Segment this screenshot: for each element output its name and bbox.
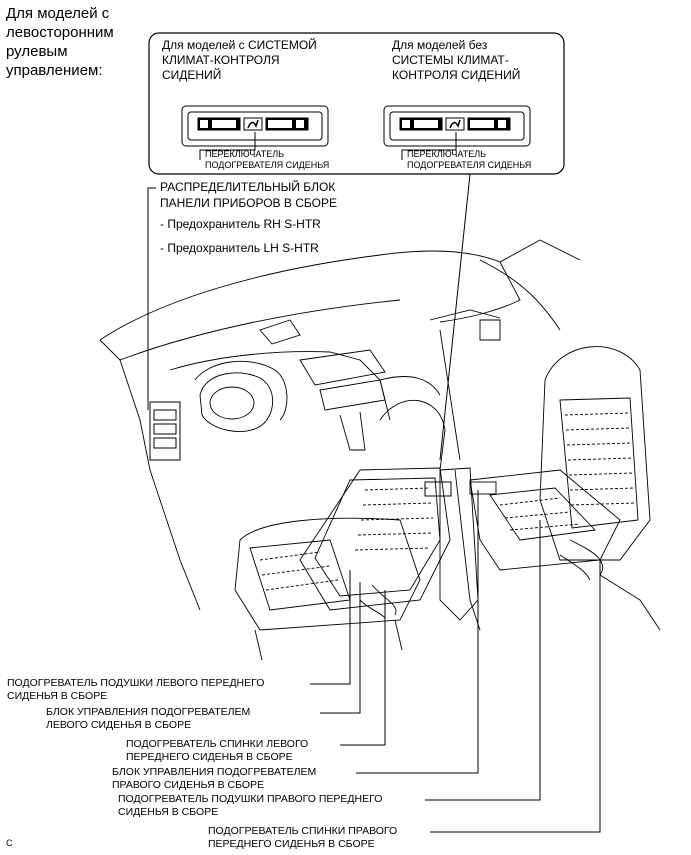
figure-code: C [6, 838, 13, 848]
inset-right-title: Для моделей без СИСТЕМЫ КЛИМАТ- КОНТРОЛЯ… [392, 38, 521, 82]
fuse-rh-label: - Предохранитель RH S-HTR [160, 217, 321, 231]
callout-left-heater-control-unit: БЛОК УПРАВЛЕНИЯ ПОДОГРЕВАТЕЛЕМ ЛЕВОГО СИ… [46, 706, 251, 731]
inset-frame [148, 32, 565, 175]
right-front-seat [454, 346, 661, 631]
right-seat-heater-switch-label: ПЕРЕКЛЮЧАТЕЛЬ ПОДОГРЕВАТЕЛЯ СИДЕНЬЯ [407, 149, 532, 170]
junction-block-label: РАСПРЕДЕЛИТЕЛЬНЫЙ БЛОК ПАНЕЛИ ПРИБОРОВ В… [160, 180, 337, 210]
inset-left-title: Для моделей с СИСТЕМОЙ КЛИМАТ-КОНТРОЛЯ С… [162, 38, 317, 82]
junction-block [149, 401, 181, 461]
callout-right-heater-control-unit: БЛОК УПРАВЛЕНИЯ ПОДОГРЕВАТЕЛЕМ ПРАВОГО С… [112, 766, 317, 791]
callout-right-cushion-heater: ПОДОГРЕВАТЕЛЬ ПОДУШКИ ПРАВОГО ПЕРЕДНЕГО … [118, 793, 383, 818]
left-seat-heater-switch-label: ПЕРЕКЛЮЧАТЕЛЬ ПОДОГРЕВАТЕЛЯ СИДЕНЬЯ [205, 149, 330, 170]
left-switch-panel [181, 105, 329, 147]
center-console [439, 467, 479, 621]
callout-left-cushion-heater: ПОДОГРЕВАТЕЛЬ ПОДУШКИ ЛЕВОГО ПЕРЕДНЕГО С… [7, 677, 265, 702]
callout-right-back-heater: ПОДОГРЕВАТЕЛЬ СПИНКИ ПРАВОГО ПЕРЕДНЕГО С… [208, 825, 398, 850]
left-front-seat [234, 399, 451, 661]
callout-leaders [310, 490, 601, 833]
callout-left-back-heater: ПОДОГРЕВАТЕЛЬ СПИНКИ ЛЕВОГО ПЕРЕДНЕГО СИ… [126, 738, 309, 763]
model-heading: Для моделей с левосторонним рулевым упра… [6, 5, 114, 79]
fuse-lh-label: - Предохранитель LH S-HTR [160, 241, 319, 255]
dashboard-outline [99, 239, 581, 611]
left-seat-heater-control-unit [424, 481, 452, 497]
right-switch-panel [383, 105, 531, 147]
